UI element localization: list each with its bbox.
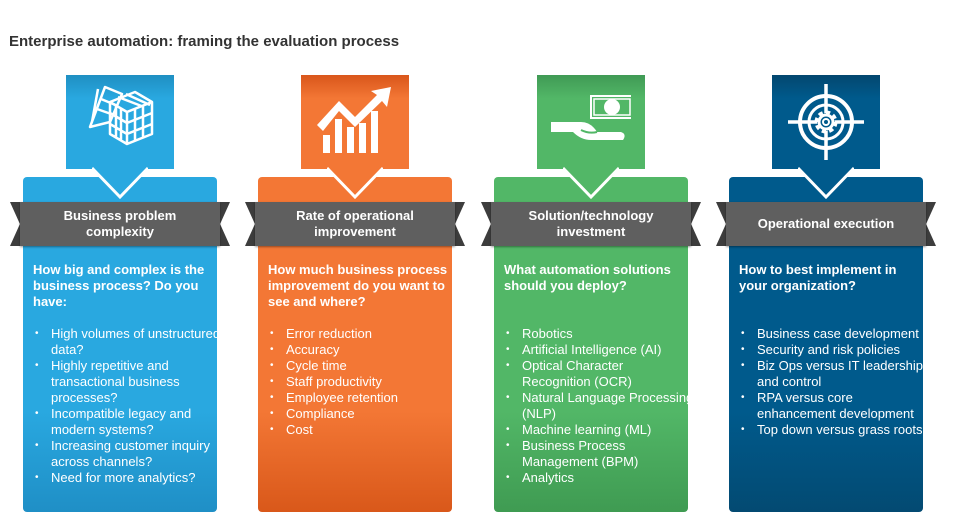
list-item: Employee retention (268, 390, 458, 406)
column-operational-execution: Operational execution How to best implem… (716, 0, 954, 530)
list-item: Security and risk policies (739, 342, 929, 358)
bullet-list: High volumes of unstructured data?Highly… (33, 326, 223, 486)
column-question: How to best implement in your organizati… (739, 262, 897, 293)
pointer-arrow (327, 166, 383, 200)
list-item: Incompatible legacy and modern systems? (33, 406, 223, 438)
list-item: Optical Character Recognition (OCR) (504, 358, 694, 390)
list-item: Artificial Intelligence (AI) (504, 342, 694, 358)
pointer-arrow (92, 166, 148, 200)
column-question: How big and complex is the business proc… (33, 262, 205, 309)
icon-box (301, 75, 409, 169)
list-item: Accuracy (268, 342, 458, 358)
list-item: Increasing customer inquiry across chann… (33, 438, 223, 470)
bullet-list: RoboticsArtificial Intelligence (AI)Opti… (504, 326, 694, 486)
page-title: Enterprise automation: framing the evalu… (9, 33, 400, 50)
icon-box (537, 75, 645, 169)
column-question: What automation solutions should you dep… (504, 262, 671, 293)
growth-chart-icon (315, 87, 395, 157)
list-item: Robotics (504, 326, 694, 342)
pointer-arrow (563, 166, 619, 200)
list-item: High volumes of unstructured data? (33, 326, 223, 358)
list-item: RPA versus core enhancement development (739, 390, 929, 422)
list-item: Error reduction (268, 326, 458, 342)
list-item: Cycle time (268, 358, 458, 374)
list-item: Analytics (504, 470, 694, 486)
column-business-problem-complexity: Business problem complexity How big and … (10, 0, 250, 530)
column-heading: Operational execution (726, 202, 926, 246)
list-item: Machine learning (ML) (504, 422, 694, 438)
column-heading: Business problem complexity (20, 202, 220, 246)
list-item: Highly repetitive and transactional busi… (33, 358, 223, 406)
list-item: Business Process Management (BPM) (504, 438, 694, 470)
column-question: How much business process improvement do… (268, 262, 448, 309)
heading-banner: Solution/technology investment (481, 202, 701, 246)
column-heading: Solution/technology investment (491, 202, 691, 246)
icon-box (66, 75, 174, 169)
column-heading: Rate of operational improvement (255, 202, 455, 246)
list-item: Natural Language Processing (NLP) (504, 390, 694, 422)
list-item: Business case development (739, 326, 929, 342)
bullet-list: Business case developmentSecurity and ri… (739, 326, 929, 438)
heading-banner: Operational execution (716, 202, 936, 246)
list-item: Top down versus grass roots (739, 422, 929, 438)
heading-banner: Business problem complexity (10, 202, 230, 246)
list-item: Need for more analytics? (33, 470, 223, 486)
list-item: Compliance (268, 406, 458, 422)
icon-box (772, 75, 880, 169)
list-item: Staff productivity (268, 374, 458, 390)
cube-icon (80, 82, 160, 162)
hand-money-icon (551, 92, 631, 152)
heading-banner: Rate of operational improvement (245, 202, 465, 246)
list-item: Cost (268, 422, 458, 438)
column-solution-technology-investment: Solution/technology investment What auto… (481, 0, 721, 530)
bullet-list: Error reductionAccuracyCycle timeStaff p… (268, 326, 458, 438)
pointer-arrow (798, 166, 854, 200)
target-gear-icon (786, 82, 866, 162)
list-item: Biz Ops versus IT leadership and control (739, 358, 929, 390)
column-rate-of-operational-improvement: Rate of operational improvement How much… (245, 0, 485, 530)
